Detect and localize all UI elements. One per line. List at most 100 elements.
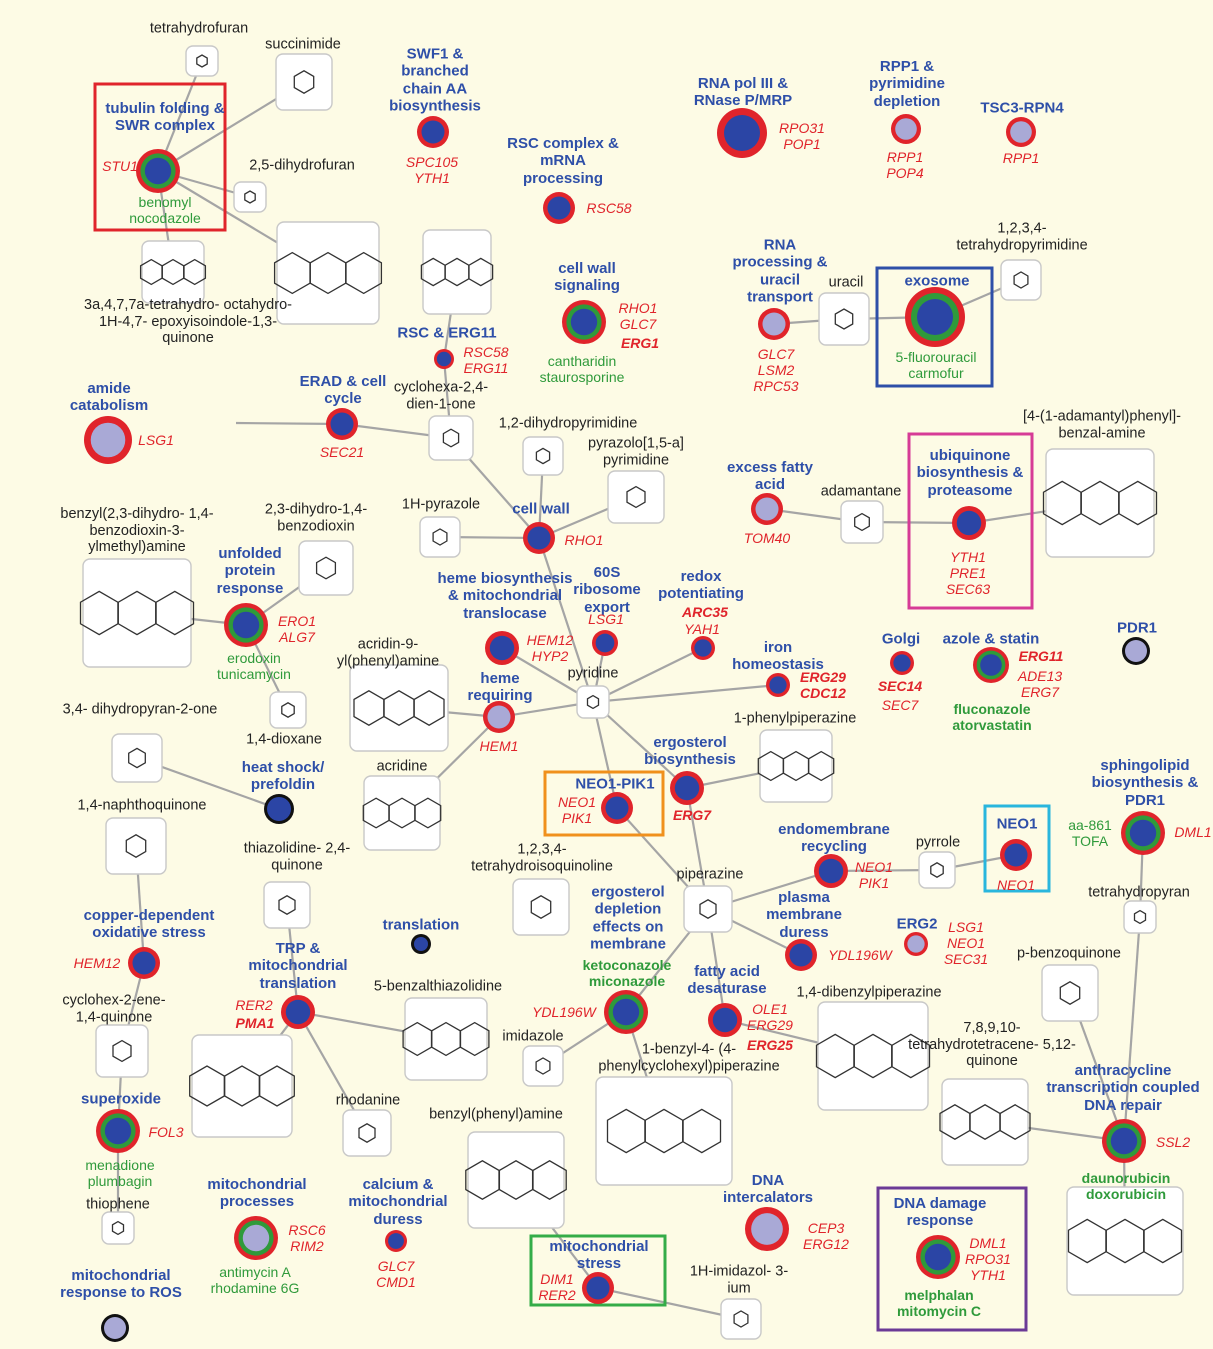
node-unfolded[interactable] (224, 603, 268, 647)
node-anthra[interactable] (1102, 1119, 1146, 1163)
structure-imidazole (522, 1045, 564, 1087)
node-cellwallsig[interactable] (562, 300, 606, 344)
label-g-neopik: NEO1 PIK1 (557, 793, 597, 826)
label-c-acridinyl: acridin-9- yl(phenyl)amine (336, 636, 440, 669)
label-p-azole: azole & statin (942, 630, 1040, 648)
label-p-fatty: fatty acid desaturase (687, 962, 767, 997)
label-c-epoxy: 3a,4,7,7a-tetrahydro- octahydro-1H-4,7- … (84, 296, 292, 347)
node-rscerg[interactable] (434, 349, 454, 369)
node-s60[interactable] (592, 630, 618, 656)
label-g-anthra: SSL2 (1155, 1133, 1191, 1150)
edge-iron-pyridine (592, 683, 779, 704)
label-c-cyclohexene: cyclohex-2-ene- 1,4-quinone (62, 992, 166, 1025)
node-trp[interactable] (281, 995, 315, 1029)
structure-piperazine (683, 885, 733, 933)
node-rsc[interactable] (543, 192, 575, 224)
node-exosome[interactable] (905, 287, 965, 347)
label-p-neo1: NEO1 (996, 815, 1038, 833)
structure-cyclohexene (95, 1024, 149, 1078)
node-dnadamage[interactable] (916, 1235, 960, 1279)
node-endo[interactable] (814, 854, 848, 888)
node-ergdep[interactable] (604, 990, 648, 1034)
label-g-rscerg: RSC58 ERG11 (463, 343, 509, 376)
node-plasma[interactable] (785, 939, 817, 971)
node-azole[interactable] (973, 647, 1009, 683)
structure-thp (1000, 259, 1042, 301)
label-p-cellwallsig: cell wall signaling (554, 259, 620, 294)
structure-thiazolidine (263, 881, 311, 929)
node-heme[interactable] (485, 631, 519, 665)
structure-rhodanine (342, 1109, 392, 1157)
ubiquinone-box (907, 432, 1034, 610)
label-g-rnaproc: GLC7 LSM2 RPC53 (753, 345, 799, 395)
node-calcium[interactable] (385, 1230, 407, 1252)
node-iron[interactable] (766, 673, 790, 697)
node-rnaproc[interactable] (758, 308, 790, 340)
node-swf1[interactable] (417, 116, 449, 148)
node-neopik[interactable] (601, 792, 633, 824)
node-tsc3[interactable] (1006, 117, 1036, 147)
node-hemereq[interactable] (483, 701, 515, 733)
node-pdr1[interactable] (1122, 637, 1150, 665)
structure-thf (185, 45, 219, 77)
label-p-dnadamage: DNA damage response (893, 1194, 987, 1229)
structure-dhf (233, 181, 267, 213)
node-erad[interactable] (326, 408, 358, 440)
node-copper[interactable] (128, 947, 160, 979)
label-g-swf1: SPC105 YTH1 (405, 153, 459, 186)
label-c-pyridine: pyridine (567, 665, 619, 682)
label-p-ergdep: ergosterol depletion effects on membrane (590, 883, 666, 953)
node-superoxide[interactable] (96, 1109, 140, 1153)
label-p-rpp1: RPP1 & pyrimidine depletion (869, 58, 945, 110)
label-c-dibenzylpip: 1,4-dibenzylpiperazine (796, 984, 942, 1001)
node-rpp1[interactable] (891, 114, 921, 144)
label-p-copper: copper-dependent oxidative stress (83, 906, 215, 941)
label-p-ergbio: ergosterol biosynthesis (644, 733, 736, 768)
label-c-thp: 1,2,3,4- tetrahydropyrimidine (956, 220, 1088, 253)
node-cellwall[interactable] (523, 522, 555, 554)
label-g-golgi: SEC7 (881, 696, 919, 713)
edge-pyridine-ergbio (592, 701, 688, 789)
label-g-redox: YAH1 (684, 620, 720, 637)
label-p-mitoros: mitochondrial response to ROS (60, 1266, 182, 1301)
structure-benzylcyclohexyl (595, 1076, 733, 1186)
node-erg2[interactable] (904, 932, 928, 956)
label-c-phenylpiperazine: 1-phenylpiperazine (733, 710, 857, 727)
node-mitostress[interactable] (582, 1272, 614, 1304)
node-sphingo[interactable] (1121, 811, 1165, 855)
label-g-erad: SEC21 (319, 443, 365, 460)
node-translation[interactable] (411, 934, 431, 954)
node-mitoros[interactable] (101, 1314, 129, 1342)
node-excess[interactable] (751, 493, 783, 525)
node-golgi[interactable] (890, 651, 914, 675)
node-mitoproc[interactable] (234, 1216, 278, 1260)
label-p-rnaproc: RNA processing & uracil transport (732, 236, 828, 306)
label-c-rhodanine: rhodanine (335, 1092, 401, 1109)
label-c-dihydropyranone: 3,4- dihydropyran-2-one (62, 701, 218, 718)
node-redox[interactable] (691, 636, 715, 660)
label-g-azole-b: ERG11 (1018, 647, 1064, 664)
structure-tetrahydropyran (1123, 900, 1157, 934)
structure-dihydrobenzodioxin (298, 540, 354, 596)
label-p-erg2: ERG2 (896, 915, 938, 933)
node-dna[interactable] (745, 1207, 789, 1251)
label-g-fatty: OLE1 ERG29 (747, 1000, 793, 1033)
label-p-amide: amide catabolism (69, 379, 149, 414)
node-fatty[interactable] (708, 1003, 742, 1037)
node-stu1[interactable] (136, 149, 180, 193)
label-c-uracil: uracil (828, 274, 864, 291)
node-ergbio[interactable] (670, 771, 704, 805)
label-c-thf: tetrahydrofuran (149, 20, 249, 37)
node-ubiq[interactable] (952, 506, 986, 540)
label-p-plasma: plasma membrane duress (766, 889, 842, 941)
mitochondrial-stress-box (529, 1234, 667, 1307)
node-neo1[interactable] (1000, 839, 1032, 871)
label-g-cellwallsig-b: ERG1 (620, 334, 660, 351)
node-amide[interactable] (84, 416, 132, 464)
node-heatshock[interactable] (264, 794, 294, 824)
node-rnapol[interactable] (717, 108, 767, 158)
label-c-succ: succinimide (265, 36, 341, 53)
label-g-mitostress: DIM1 RER2 (538, 1270, 576, 1303)
